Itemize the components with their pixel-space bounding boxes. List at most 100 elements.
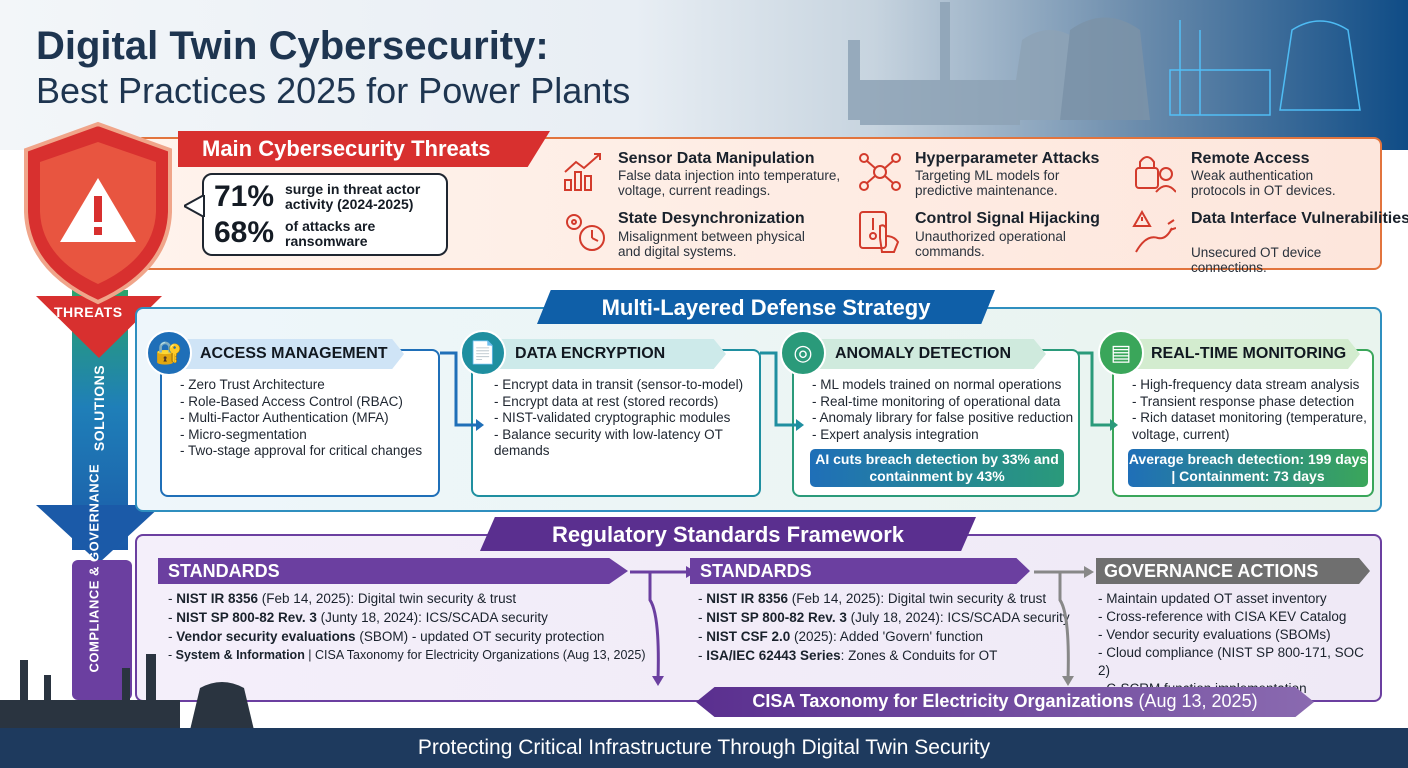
stat-text: surge in threat actor activity (2024-202…: [285, 181, 421, 212]
list-item: Two-stage approval for critical changes: [180, 443, 436, 460]
standards-title: STANDARDS: [168, 561, 280, 581]
monitoring-highlight: Average breach detection: 199 days | Con…: [1128, 449, 1368, 487]
threat-description: Misalignment between physical and digita…: [618, 229, 805, 259]
list-item: Real-time monitoring of operational data: [812, 394, 1076, 411]
standards-header: [690, 558, 1030, 584]
list-item: Multi-Factor Authentication (MFA): [180, 410, 436, 427]
footer-text: Protecting Critical Infrastructure Throu…: [417, 736, 991, 759]
list-item: NIST SP 800-82 Rev. 3 (Junty 18, 2024): …: [168, 608, 648, 627]
hand-control-icon: [858, 210, 902, 254]
list-item: Transient response phase detection: [1132, 394, 1372, 411]
card-list: Encrypt data in transit (sensor-to-model…: [494, 377, 756, 460]
standards-list: NIST IR 8356 (Feb 14, 2025): Digital twi…: [168, 589, 648, 665]
stat-value: 71%: [214, 180, 275, 213]
threat-title: Remote Access: [1191, 150, 1310, 167]
threats-title: Main Cybersecurity Threats: [202, 136, 491, 161]
flow-arrow: [440, 351, 484, 431]
threat-title: Hyperparameter Attacks: [915, 150, 1100, 167]
document-shield-icon: 📄: [460, 330, 506, 376]
list-item: Cloud compliance (NIST SP 800-171, SOC 2…: [1098, 644, 1378, 680]
threat-description: Unauthorized operational commands.: [915, 229, 1066, 259]
list-item: Balance security with low-latency OT dem…: [494, 427, 756, 460]
chart-manipulation-icon: [562, 150, 606, 194]
card-header: [800, 339, 1046, 369]
list-item: NIST CSF 2.0 (2025): Added 'Govern' func…: [698, 627, 1078, 646]
list-item: Cross-reference with CISA KEV Catalog: [1098, 608, 1378, 626]
card-title: REAL-TIME MONITORING: [1151, 345, 1347, 362]
flow-connector: [630, 566, 696, 686]
list-item: Rich dataset monitoring (temperature, vo…: [1132, 410, 1372, 443]
radar-icon: ◎: [780, 330, 826, 376]
list-item: ML models trained on normal operations: [812, 377, 1076, 394]
gears-clock-icon: [562, 210, 606, 254]
lock-hacker-icon: [1132, 150, 1177, 194]
page-title: Digital Twin Cybersecurity:: [36, 24, 549, 68]
threat-title: Data Interface Vulnerabilities: [1191, 210, 1408, 227]
list-item: Vendor security evaluations (SBOMs): [1098, 626, 1378, 644]
list-item: NIST IR 8356 (Feb 14, 2025): Digital twi…: [698, 589, 1078, 608]
list-item: Micro-segmentation: [180, 427, 436, 444]
anomaly-highlight: AI cuts breach detection by 33% and cont…: [810, 449, 1064, 487]
governance-header: [1096, 558, 1370, 584]
network-nodes-icon: [858, 150, 902, 194]
card-header: [168, 339, 404, 369]
list-item: Vendor security evaluations (SBOM) - upd…: [168, 627, 648, 646]
list-item: Zero Trust Architecture: [180, 377, 436, 394]
solutions-arrowhead: [36, 505, 162, 563]
shield-warning-icon: [24, 121, 172, 305]
list-item: Anomaly library for false positive reduc…: [812, 410, 1076, 427]
threats-label: THREATS: [54, 304, 123, 320]
cisa-banner-text: CISA Taxonomy for Electricity Organizati…: [752, 691, 1258, 711]
standards-header: [158, 558, 628, 584]
list-item: Maintain updated OT asset inventory: [1098, 590, 1378, 608]
list-item: Encrypt data at rest (stored records): [494, 394, 756, 411]
threat-description: Unsecured OT device connections.: [1191, 245, 1322, 275]
threat-description: Weak authentication protocols in OT devi…: [1191, 168, 1336, 198]
header-background: [0, 0, 1408, 150]
list-item: NIST IR 8356 (Feb 14, 2025): Digital twi…: [168, 589, 648, 608]
card-list: Zero Trust Architecture Role-Based Acces…: [180, 377, 436, 460]
defense-header-banner: [537, 290, 995, 324]
stat-value: 68%: [214, 216, 275, 249]
cable-warning-icon: [1132, 209, 1177, 254]
factory-silhouette: [0, 654, 254, 730]
stats-pointer: [184, 195, 205, 217]
list-item: System & Information | CISA Taxonomy for…: [168, 646, 648, 665]
flow-connector: [1034, 566, 1094, 686]
flow-arrow: [1078, 351, 1118, 431]
threats-header-banner: [178, 131, 550, 167]
threat-title: Control Signal Hijacking: [915, 210, 1100, 227]
standards-title: STANDARDS: [700, 561, 812, 581]
threat-title: Sensor Data Manipulation: [618, 150, 815, 167]
list-item: ISA/IEC 62443 Series: Zones & Conduits f…: [698, 646, 1078, 665]
standards-list: NIST IR 8356 (Feb 14, 2025): Digital twi…: [698, 589, 1078, 665]
stat-text: of attacks are ransomware: [285, 218, 376, 249]
lock-key-icon: 🔐: [146, 330, 192, 376]
regulatory-title: Regulatory Standards Framework: [551, 522, 905, 547]
list-item: Encrypt data in transit (sensor-to-model…: [494, 377, 756, 394]
list-item: High-frequency data stream analysis: [1132, 377, 1372, 394]
card-header: [1120, 339, 1360, 369]
threat-description: False data injection into temperature, v…: [618, 168, 841, 198]
card-header: [480, 339, 726, 369]
threat-description: Targeting ML models for predictive maint…: [915, 168, 1060, 198]
threat-title: State Desynchronization: [618, 210, 805, 227]
page-subtitle: Best Practices 2025 for Power Plants: [36, 70, 631, 111]
card-list: ML models trained on normal operations R…: [812, 377, 1076, 443]
defense-title: Multi-Layered Defense Strategy: [601, 295, 931, 320]
card-title: ACCESS MANAGEMENT: [200, 345, 388, 362]
card-list: High-frequency data stream analysis Tran…: [1132, 377, 1372, 443]
regulatory-header-banner: [480, 517, 976, 551]
card-title: ANOMALY DETECTION: [835, 345, 1012, 362]
card-title: DATA ENCRYPTION: [515, 345, 666, 362]
compliance-bar: [72, 560, 132, 700]
threats-arrowhead: [36, 296, 162, 358]
footer-bar: [0, 728, 1408, 768]
governance-title: GOVERNANCE ACTIONS: [1104, 561, 1319, 581]
solutions-label: SOLUTIONS: [91, 364, 107, 452]
list-item: NIST-validated cryptographic modules: [494, 410, 756, 427]
flow-arrow: [760, 351, 804, 431]
power-plant-illustration: [848, 2, 1361, 125]
list-item: Expert analysis integration: [812, 427, 1076, 444]
cisa-banner: [696, 687, 1314, 717]
